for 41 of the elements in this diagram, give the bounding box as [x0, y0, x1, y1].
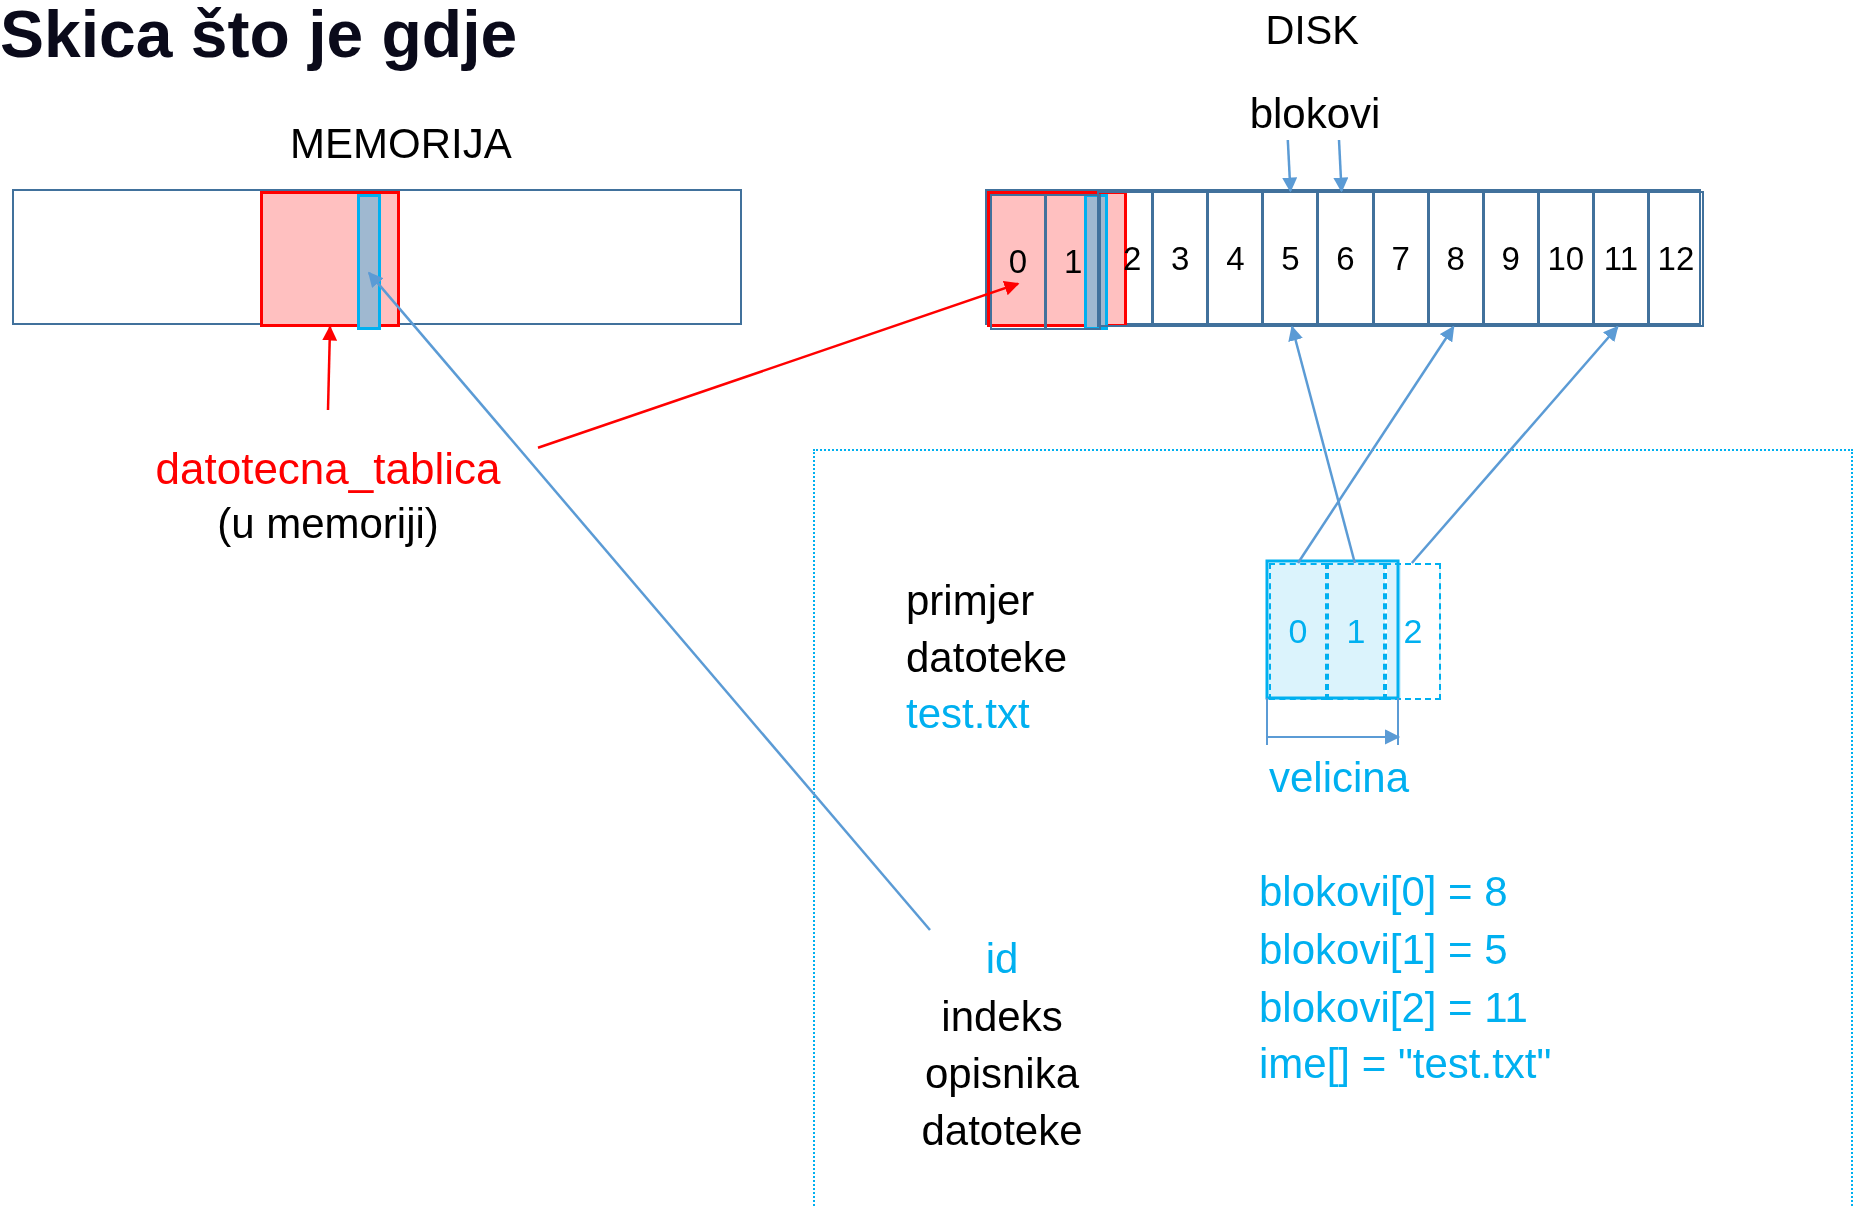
disk-block: 12	[1647, 191, 1704, 327]
disk-block: 9	[1482, 191, 1539, 327]
arrow	[537, 281, 1020, 449]
arrow	[322, 325, 338, 411]
disk-block: 3	[1152, 191, 1209, 327]
disk-block: 11	[1592, 191, 1649, 327]
disk-block: 10	[1537, 191, 1594, 327]
arrow	[1282, 139, 1298, 193]
text-label: blokovi	[1235, 88, 1395, 140]
file-panel	[813, 449, 1853, 1207]
file-block: 1	[1327, 563, 1385, 700]
disk-block: 8	[1427, 191, 1484, 327]
disk-block: 1	[1045, 194, 1102, 330]
text-label: DISK	[1265, 8, 1359, 53]
text-label: MEMORIJA	[290, 120, 512, 168]
disk-block: 0	[990, 194, 1047, 330]
text-label: (u memoriji)	[217, 499, 439, 549]
text-label: ime[] = "test.txt"	[1259, 1040, 1552, 1088]
file-block: 2	[1385, 563, 1441, 700]
descriptor-slot	[357, 194, 381, 330]
disk-block: 5	[1262, 191, 1319, 327]
file-block: 0	[1269, 563, 1327, 700]
disk-block: 4	[1207, 191, 1264, 327]
table-name: datotecna_tablica	[155, 443, 501, 495]
arrow	[1410, 325, 1619, 564]
text-label: blokovi[0] = 8	[1259, 868, 1508, 916]
text-label: blokovi[2] = 11	[1259, 984, 1528, 1032]
disk-block: 7	[1372, 191, 1429, 327]
arrow	[368, 271, 931, 931]
disk-block: 6	[1317, 191, 1374, 327]
text-label: velicina	[1269, 754, 1410, 802]
arrow	[1288, 325, 1357, 564]
text-label: id	[985, 934, 1019, 984]
text-label: indeks opisnika datoteke	[920, 992, 1084, 1156]
arrow	[1296, 325, 1455, 564]
arrow	[1333, 139, 1349, 193]
text-label: primjer datoteke	[906, 576, 1069, 683]
text-label: blokovi[1] = 5	[1259, 926, 1508, 974]
slide-title: Skica što je gdje	[0, 0, 518, 72]
file-table-region	[260, 191, 400, 327]
text-label: test.txt	[906, 690, 1030, 738]
